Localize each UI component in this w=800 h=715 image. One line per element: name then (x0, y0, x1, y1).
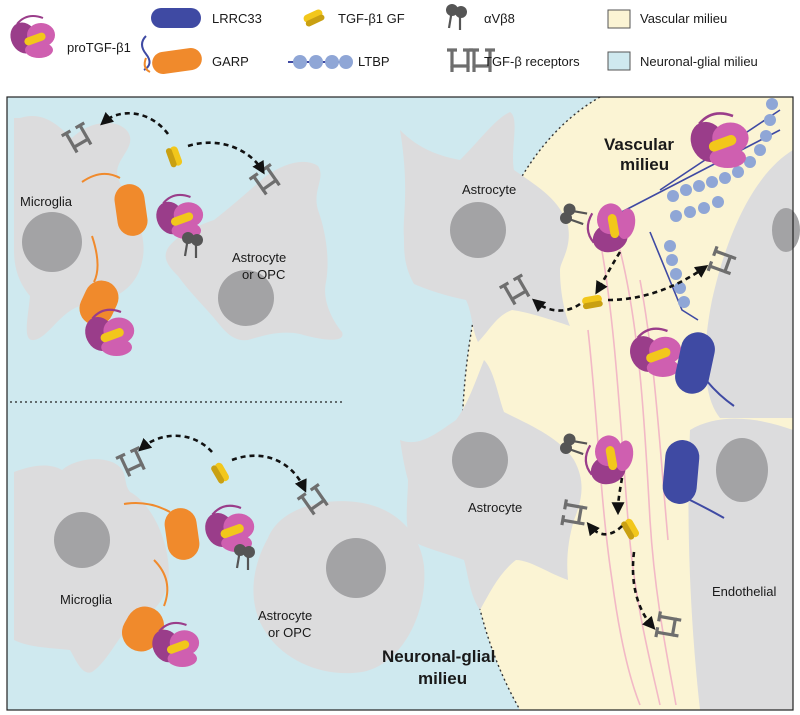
arrow-vascular-2 (532, 298, 581, 312)
vascular-milieu-label-2: milieu (620, 155, 669, 174)
legend-vascular-label: Vascular milieu (640, 11, 727, 26)
neuronal-milieu-label-1: Neuronal-glial (382, 647, 495, 666)
ltbp-beads (664, 98, 778, 308)
arrow-vascular-6 (631, 551, 656, 630)
microglia-bottom-label: Microglia (60, 592, 113, 607)
arrow-bottom-right (231, 454, 307, 493)
legend-garp-label: GARP (212, 54, 249, 69)
arrow-vascular-4 (611, 477, 625, 516)
vascular-swatch-icon (607, 9, 631, 29)
microglia-top-label: Microglia (20, 194, 73, 209)
astro-opc-top-label-1: Astrocyte (232, 250, 286, 265)
tgf-gf-icon (302, 8, 326, 28)
arrow-top-right (187, 141, 265, 175)
astro-opc-bottom-label-1: Astrocyte (258, 608, 312, 623)
legend-ltbp-label: LTBP (358, 54, 390, 69)
garp-top-2 (79, 235, 119, 326)
legend-receptors-label: TGF-β receptors (484, 54, 580, 69)
legend-tgfgf-label: TGF-β1 GF (338, 11, 405, 26)
arrow-vascular-1 (595, 251, 622, 295)
integrin-icon (444, 2, 469, 32)
lrrc33-vascular-2 (662, 440, 725, 519)
arrow-bottom-left (138, 434, 213, 453)
arrow-top-left (100, 111, 170, 135)
astro-opc-bottom-label-2: or OPC (268, 625, 311, 640)
receptor-icon (445, 48, 475, 74)
garp-bottom-1 (123, 502, 200, 560)
astrocyte-opc-bottom (253, 501, 425, 674)
lrrc33-vascular-1 (675, 332, 735, 407)
protgf-complex-icon (4, 15, 56, 60)
arrow-vascular-5 (586, 521, 623, 537)
endothelial-cell-upper (705, 150, 793, 418)
lrrc33-icon (141, 8, 201, 71)
astrocyte-lower-label: Astrocyte (468, 500, 522, 515)
legend: proTGF-β1 LRRC33 GARP TGF-β1 GF LTBP αVβ… (4, 2, 758, 74)
astrocyte-upper-label: Astrocyte (462, 182, 516, 197)
garp-icon (143, 48, 202, 74)
vascular-milieu-label-1: Vascular (604, 135, 674, 154)
ltbp-icon (288, 55, 353, 69)
legend-neuronal-label: Neuronal-glial milieu (640, 54, 758, 69)
astrocyte-lower (400, 360, 582, 610)
endothelial-label: Endothelial (712, 584, 776, 599)
astro-opc-top-label-2: or OPC (242, 267, 285, 282)
astrocyte-opc-top (165, 161, 343, 341)
legend-integrin-label: αVβ8 (484, 11, 515, 26)
neuronal-milieu-label-2: milieu (418, 669, 467, 688)
garp-top-1 (81, 172, 148, 236)
endothelial-cell-lower (688, 418, 793, 710)
arrow-vascular-3 (607, 265, 709, 302)
neuronal-swatch-icon (607, 51, 631, 71)
legend-lrrc33-label: LRRC33 (212, 11, 262, 26)
legend-protgf-label: proTGF-β1 (67, 40, 131, 55)
extracellular-fibers (587, 239, 677, 706)
astrocyte-upper (400, 112, 570, 342)
